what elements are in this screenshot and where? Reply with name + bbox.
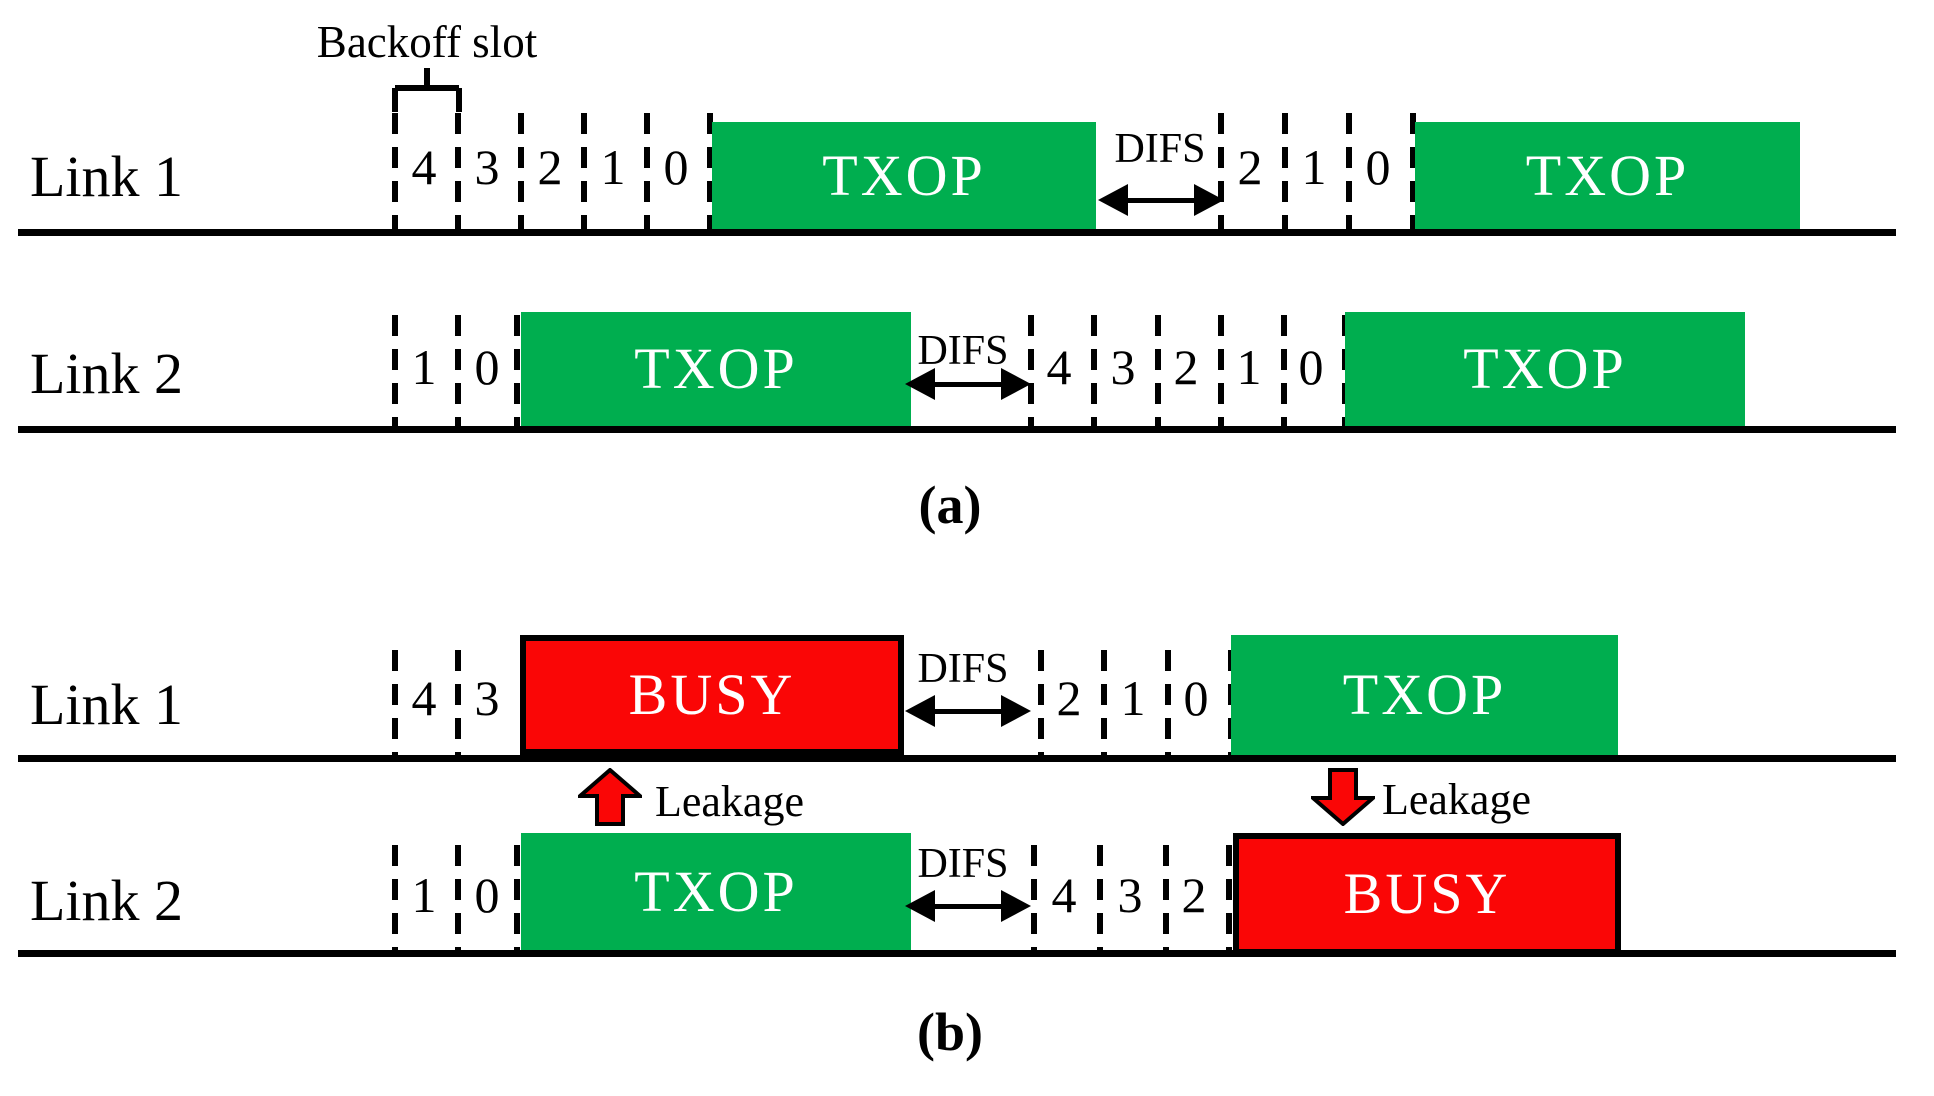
slot-number: 0 — [1365, 139, 1391, 195]
slot-divider — [1281, 315, 1287, 426]
busy-box: BUSY — [1233, 833, 1621, 955]
slot-divider — [1410, 113, 1416, 229]
slot-number: 0 — [1298, 339, 1324, 395]
difs-label: DIFS — [917, 841, 1009, 887]
slot-divider — [1218, 315, 1224, 426]
difs-label: DIFS — [917, 328, 1009, 374]
slot-number: 3 — [474, 670, 500, 726]
row-label-link2-a: Link 2 — [30, 341, 184, 406]
slot-divider — [1091, 315, 1097, 426]
difs-label: DIFS — [1114, 126, 1206, 172]
timeline-link2-a — [18, 426, 1896, 433]
slot-divider — [707, 113, 713, 229]
slot-divider — [518, 113, 524, 229]
slot-number: 2 — [537, 139, 563, 195]
difs-arrow-icon — [905, 890, 1031, 922]
slot-divider — [1282, 113, 1288, 229]
row-label-link1-a: Link 1 — [30, 144, 184, 209]
slot-number: 1 — [1301, 139, 1327, 195]
leakage-up-arrow-icon — [578, 768, 642, 826]
slot-number: 1 — [1120, 670, 1146, 726]
slot-divider — [455, 113, 461, 229]
slot-divider — [1038, 650, 1044, 755]
slot-divider — [581, 113, 587, 229]
txop-box: TXOP — [1231, 635, 1618, 755]
row-label-link1-b: Link 1 — [30, 672, 184, 737]
slot-number: 0 — [1183, 670, 1209, 726]
busy-box: BUSY — [520, 635, 904, 755]
slot-divider — [1097, 845, 1103, 950]
slot-divider — [392, 315, 398, 426]
difs-label: DIFS — [917, 646, 1009, 692]
difs-arrow-icon — [905, 368, 1031, 400]
slot-divider — [392, 113, 398, 229]
slot-divider — [1031, 845, 1037, 950]
slot-divider — [1346, 113, 1352, 229]
slot-divider — [1226, 845, 1232, 950]
backoff-slot-label: Backoff slot — [316, 17, 538, 67]
slot-divider — [1155, 315, 1161, 426]
slot-number: 3 — [1110, 339, 1136, 395]
slot-divider — [514, 845, 520, 950]
slot-number: 1 — [411, 867, 437, 923]
slot-number: 4 — [411, 670, 437, 726]
leakage-label: Leakage — [655, 777, 804, 826]
slot-number: 2 — [1237, 139, 1263, 195]
slot-divider — [1028, 315, 1034, 426]
txop-box: TXOP — [1345, 312, 1745, 426]
slot-number: 1 — [600, 139, 626, 195]
txop-box: TXOP — [521, 833, 911, 950]
slot-divider — [1218, 113, 1224, 229]
slot-number: 4 — [411, 139, 437, 195]
leakage-label: Leakage — [1382, 775, 1531, 824]
slot-number: 2 — [1173, 339, 1199, 395]
slot-number: 0 — [474, 339, 500, 395]
slot-divider — [455, 845, 461, 950]
timeline-link1-a — [18, 229, 1896, 236]
slot-divider — [392, 650, 398, 755]
slot-number: 1 — [1236, 339, 1262, 395]
slot-divider — [644, 113, 650, 229]
slot-number: 0 — [663, 139, 689, 195]
slot-number: 4 — [1046, 339, 1072, 395]
slot-divider — [1165, 650, 1171, 755]
caption-b: (b) — [917, 1002, 983, 1062]
timeline-link2-b — [18, 950, 1896, 957]
difs-arrow-icon — [905, 695, 1031, 727]
slot-divider — [392, 845, 398, 950]
slot-divider — [1163, 845, 1169, 950]
txop-box: TXOP — [712, 122, 1096, 229]
slot-divider — [455, 315, 461, 426]
difs-arrow-icon — [1098, 184, 1224, 216]
row-label-link2-b: Link 2 — [30, 868, 184, 933]
slot-number: 3 — [1117, 867, 1143, 923]
slot-number: 4 — [1051, 867, 1077, 923]
caption-a: (a) — [918, 475, 982, 535]
txop-box: TXOP — [1415, 122, 1800, 229]
slot-number: 2 — [1181, 867, 1207, 923]
timeline-link1-b — [18, 755, 1896, 762]
slot-divider — [514, 315, 520, 426]
txop-box: TXOP — [521, 312, 911, 426]
slot-number: 0 — [474, 867, 500, 923]
slot-divider — [455, 650, 461, 755]
slot-number: 1 — [411, 339, 437, 395]
slot-number: 2 — [1056, 670, 1082, 726]
backoff-bracket-icon — [392, 68, 462, 112]
slot-divider — [1101, 650, 1107, 755]
leakage-down-arrow-icon — [1311, 768, 1375, 826]
slot-number: 3 — [474, 139, 500, 195]
